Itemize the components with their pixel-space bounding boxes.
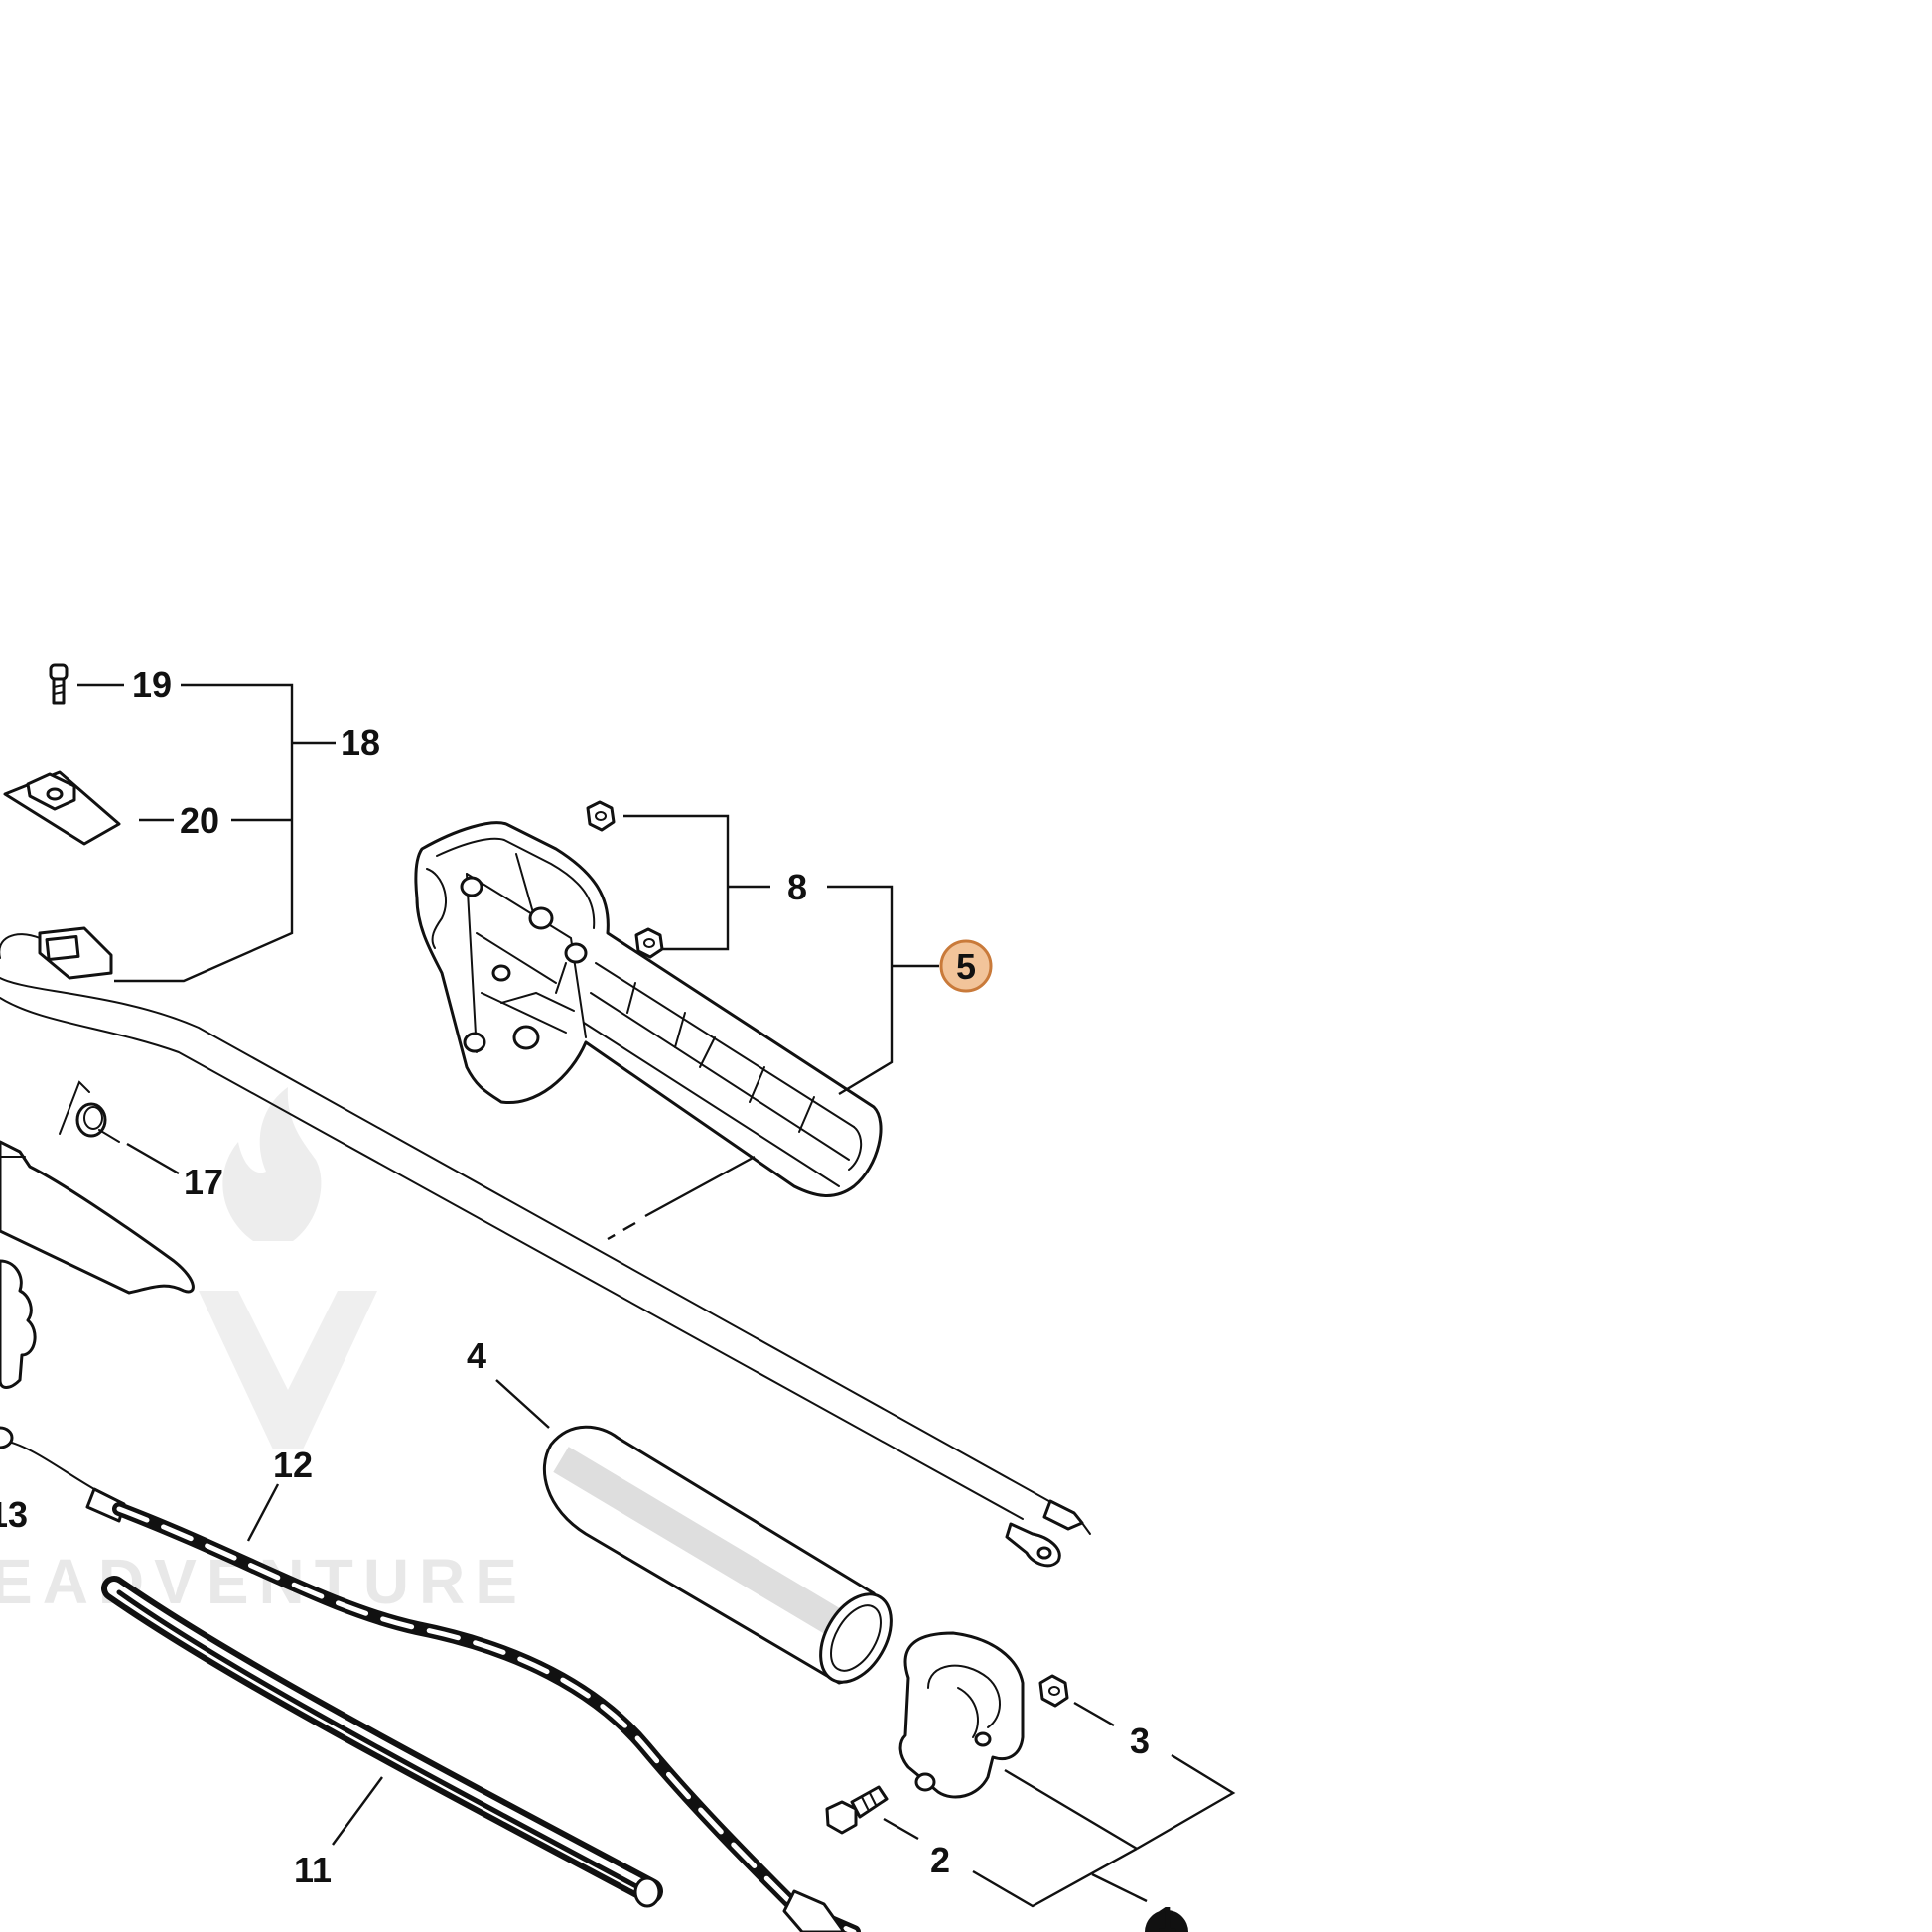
part-clamp (898, 1631, 1025, 1799)
callout-20: 20 (180, 800, 219, 841)
watermark-flame-icon (222, 1087, 322, 1241)
callout-1-badge: 1 (1145, 1899, 1188, 1932)
callout-2: 2 (930, 1840, 950, 1880)
callout-5-highlight[interactable]: 5 (939, 939, 993, 993)
callout-8: 8 (787, 867, 807, 907)
part-12-cable (0, 1426, 861, 1932)
part-20-plate (3, 770, 121, 846)
part-left-lever (0, 1140, 195, 1389)
part-4-grip (542, 1425, 893, 1685)
callout-13: 13 (0, 1494, 28, 1535)
part-8-nuts (586, 800, 664, 959)
callout-3: 3 (1130, 1721, 1150, 1761)
callout-19: 19 (132, 664, 172, 705)
part-11-rod (101, 1576, 663, 1908)
callout-18: 18 (341, 722, 380, 762)
part-17-spring (59, 1080, 120, 1143)
callout-11: 11 (294, 1850, 332, 1890)
watermark-text: EADVENTURE (0, 1546, 527, 1617)
watermark-v-icon (199, 1291, 377, 1449)
watermark: EADVENTURE (0, 1087, 527, 1617)
callout-4: 4 (467, 1335, 486, 1376)
callout-12: 12 (273, 1445, 313, 1485)
part-19-screw (49, 663, 69, 705)
callout-1: 1 (1157, 1899, 1176, 1932)
callout-5-badge[interactable] (939, 939, 993, 993)
part-2-bolt (825, 1785, 889, 1835)
wire-harness (0, 977, 1091, 1568)
leader-lines (77, 683, 1236, 1908)
callout-5[interactable]: 5 (956, 946, 976, 987)
part-5-handle (414, 821, 883, 1197)
part-3-nut (1038, 1674, 1069, 1708)
part-switch (0, 926, 113, 980)
callout-17: 17 (184, 1162, 223, 1202)
